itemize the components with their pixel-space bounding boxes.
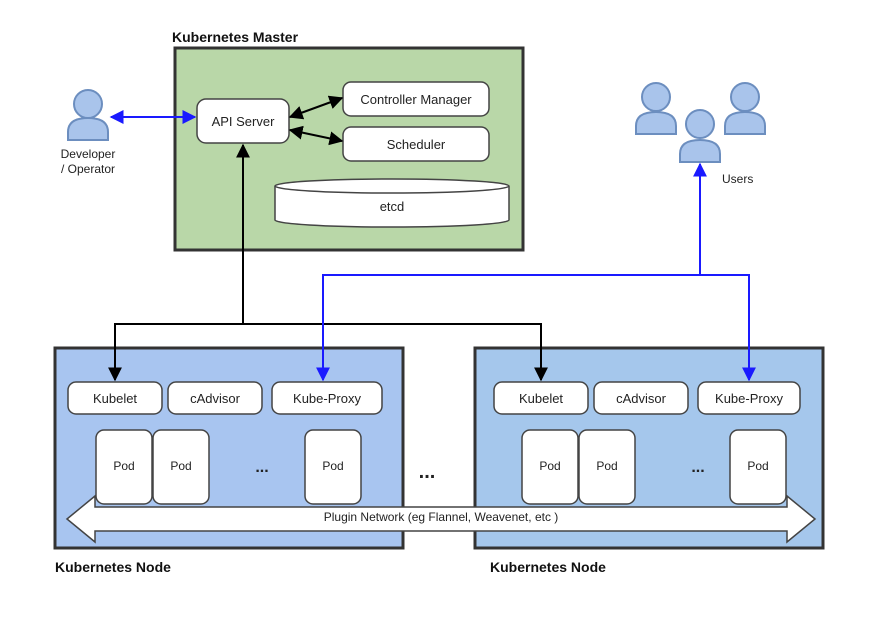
node-2-title: Kubernetes Node <box>490 559 606 575</box>
plugin-network-label: Plugin Network (eg Flannel, Weavenet, et… <box>324 510 559 524</box>
node-2-pod-1-box <box>521 429 579 505</box>
node-1-title: Kubernetes Node <box>55 559 171 575</box>
node-1-pod-2-box <box>152 429 210 505</box>
users-group-icon <box>635 82 766 163</box>
api-server-box <box>196 98 290 144</box>
node-1-kubelet-label: Kubelet <box>93 391 137 406</box>
developer-person-icon <box>67 89 109 141</box>
user-center-icon <box>679 109 721 163</box>
node-2-kubelet-box <box>493 381 589 415</box>
developer-label-line1: Developer <box>61 147 116 161</box>
etcd-cylinder <box>274 178 510 228</box>
controller-manager-label: Controller Manager <box>360 92 472 107</box>
node-2-pod-3-label: Pod <box>747 459 768 473</box>
node-2-pod-2-box <box>578 429 636 505</box>
node-1-kube-proxy-arrow <box>316 274 700 382</box>
node-2-cadvisor-box <box>593 381 689 415</box>
etcd-label: etcd <box>380 199 405 214</box>
node-1-cadvisor-box <box>167 381 263 415</box>
node-2-kube-proxy-arrow <box>700 274 756 382</box>
node-1-pod-2-label: Pod <box>170 459 191 473</box>
node-2-pod-3-box <box>729 429 787 505</box>
node-2-cadvisor-label: cAdvisor <box>616 391 667 406</box>
developer-label-line2: / Operator <box>61 162 115 176</box>
node-2-kube-proxy-box <box>697 381 801 415</box>
node-1-kube-proxy-box <box>271 381 383 415</box>
node-1-kubelet-box <box>67 381 163 415</box>
plugin-network-arrow <box>65 494 817 544</box>
node-1-pod-3-box <box>304 429 362 505</box>
node-2-kubelet-label: Kubelet <box>519 391 563 406</box>
api-server-label: API Server <box>212 114 276 129</box>
node-2-kubelet-arrow <box>243 323 548 382</box>
node-1-cadvisor-label: cAdvisor <box>190 391 241 406</box>
user-right-icon <box>724 82 766 135</box>
node-1-pod-1-box <box>95 429 153 505</box>
node-2-pod-ellipsis: ... <box>691 459 704 476</box>
users-label: Users <box>722 172 753 186</box>
master-title: Kubernetes Master <box>172 29 299 45</box>
node-2-pod-2-label: Pod <box>596 459 617 473</box>
api-controller-arrow <box>288 95 344 120</box>
node-2-pod-1-label: Pod <box>539 459 560 473</box>
node-1-kube-proxy-label: Kube-Proxy <box>293 391 361 406</box>
scheduler-label: Scheduler <box>387 137 446 152</box>
node-1-kubelet-arrow <box>108 323 243 382</box>
between-nodes-ellipsis: ... <box>419 461 436 483</box>
node-1-pod-ellipsis: ... <box>255 459 268 476</box>
user-left-icon <box>635 82 677 135</box>
api-scheduler-arrow <box>288 125 344 146</box>
node-1-pod-3-label: Pod <box>322 459 343 473</box>
node-1-pod-1-label: Pod <box>113 459 134 473</box>
node-2-kube-proxy-label: Kube-Proxy <box>715 391 783 406</box>
